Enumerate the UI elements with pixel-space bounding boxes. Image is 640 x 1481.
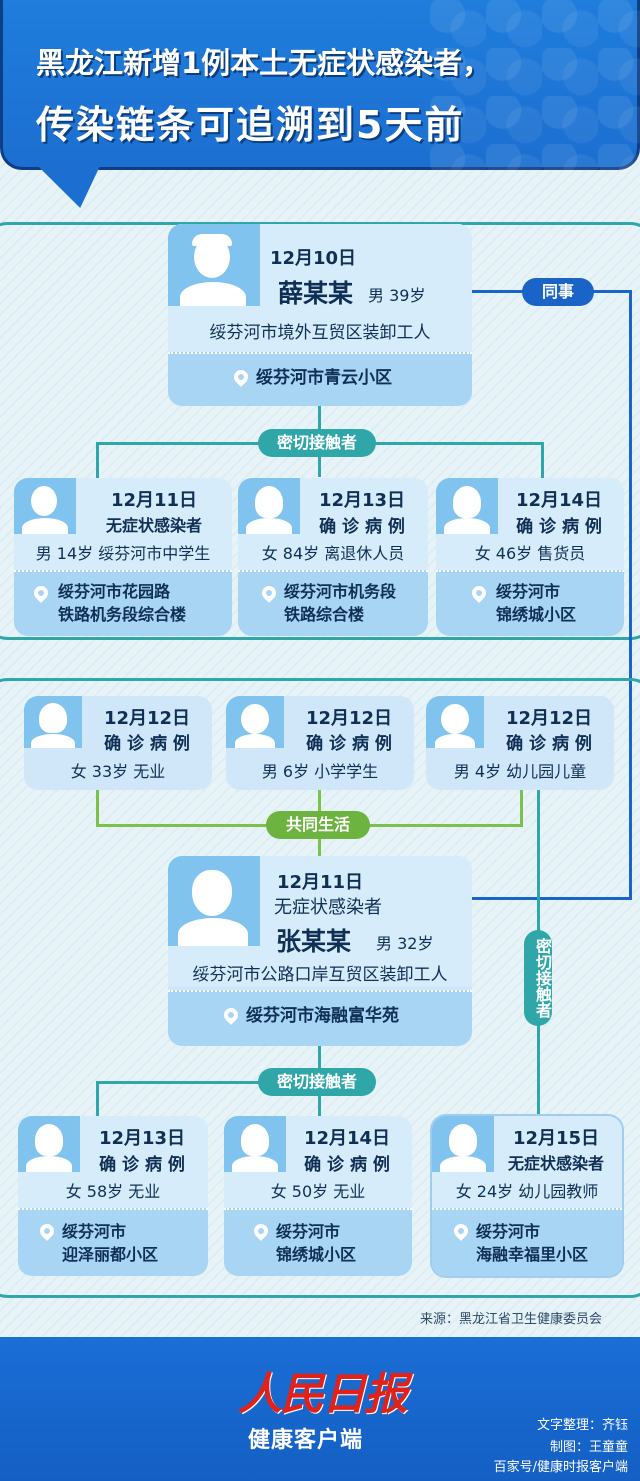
case-type: 确 诊 病 例 (319, 517, 405, 537)
case-location: 绥芬河市海融富华苑 (246, 1006, 399, 1026)
case-date: 12月13日 (98, 1128, 186, 1149)
family-line-left (96, 790, 99, 826)
case-date: 12月13日 (318, 490, 406, 511)
case-location-2: 铁路机务段综合楼 (58, 605, 187, 624)
case-type: 无症状感染者 (507, 1154, 604, 1173)
s1-line-left (96, 442, 99, 478)
relation-coworker-pill: 同事 (522, 278, 594, 306)
section2-frame (0, 678, 640, 1298)
case-info: 女 50岁 无业 (270, 1182, 366, 1201)
case-type: 确 诊 病 例 (306, 734, 392, 754)
case-date: 12月12日 (305, 708, 393, 729)
page-title-line1: 黑龙江新增1例本土无症状感染者， (36, 46, 492, 80)
case-info: 男 14岁 绥芬河市中学生 (35, 544, 211, 563)
case-gender-age: 男 39岁 (368, 286, 426, 305)
case-location-1: 绥芬河市机务段 (284, 582, 397, 601)
male-avatar-icon (168, 224, 260, 306)
case-date: 12月14日 (515, 490, 603, 511)
female-avatar-icon (436, 478, 498, 534)
section1-frame (0, 222, 640, 640)
case-job: 绥芬河市公路口岸互贸区装卸工人 (192, 965, 448, 985)
female-avatar-icon (432, 1116, 494, 1172)
credit-platform: 百家号/健康时报客户端 (493, 1460, 628, 1475)
case-card: 12月12日 确 诊 病 例 女 33岁 无业 (24, 696, 212, 790)
case-card: 12月13日 确 诊 病 例 女 58岁 无业 绥芬河市 迎泽丽都小区 (18, 1116, 208, 1276)
case-date: 12月14日 (303, 1128, 391, 1149)
source-note: 来源：黑龙江省卫生健康委员会 (419, 1312, 602, 1327)
case-name: 张某某 (276, 927, 352, 956)
s2-line-left (96, 1081, 99, 1117)
female-avatar-icon (224, 1116, 286, 1172)
health-client-logo: 健康客户端 (248, 1428, 364, 1453)
coworker-line-v (629, 290, 632, 900)
case-location-1: 绥芬河市花园路 (58, 582, 171, 601)
case-location-2: 锦绣城小区 (276, 1245, 357, 1264)
family-line-right (520, 790, 523, 826)
male-avatar-icon (14, 478, 76, 534)
case-card: 12月14日 确 诊 病 例 女 46岁 售货员 绥芬河市 锦绣城小区 (436, 478, 624, 636)
relation-close-contact-pill-2: 密切接触者 (258, 1068, 376, 1096)
case-info: 男 4岁 幼儿园儿童 (453, 762, 587, 781)
s1-line-right (541, 442, 544, 478)
female-avatar-icon (238, 478, 300, 534)
case-location-2: 海融幸福里小区 (476, 1245, 589, 1264)
case-location: 绥芬河市青云小区 (256, 368, 392, 388)
case-card-xue: 12月10日 薛某某 男 39岁 绥芬河市境外互贸区装卸工人 绥芬河市青云小区 (168, 224, 472, 406)
relation-family-pill: 共同生活 (266, 811, 370, 839)
footer-banner (0, 1337, 640, 1481)
case-card: 12月11日 无症状感染者 男 14岁 绥芬河市中学生 绥芬河市花园路 铁路机务… (14, 478, 232, 636)
case-date: 12月11日 (110, 490, 198, 511)
female-avatar-icon (18, 1116, 80, 1172)
hex-pattern-decoration (430, 0, 640, 170)
case-date: 12月10日 (269, 248, 357, 269)
case-card: 12月13日 确 诊 病 例 女 84岁 离退休人员 绥芬河市机务段 铁路综合楼 (238, 478, 428, 636)
case-card: 12月15日 无症状感染者 女 24岁 幼儿园教师 绥芬河市 海融幸福里小区 (432, 1116, 622, 1276)
case-info: 女 33岁 无业 (70, 762, 166, 781)
coworker-line-h2 (472, 897, 632, 900)
case-location-1: 绥芬河市 (496, 582, 561, 601)
case-location-1: 绥芬河市 (476, 1222, 541, 1241)
female-avatar-icon (24, 696, 82, 748)
case-type: 无症状感染者 (274, 897, 382, 918)
speech-bubble-tail (33, 162, 115, 208)
case-info: 女 46岁 售货员 (474, 544, 586, 563)
case-location-2: 锦绣城小区 (496, 605, 577, 624)
case-date: 12月12日 (505, 708, 593, 729)
relation-close-contact-vertical: 密切接触者 (524, 930, 552, 1026)
case-type: 确 诊 病 例 (506, 734, 592, 754)
case-info: 女 84岁 离退休人员 (261, 544, 405, 563)
case-date: 12月12日 (103, 708, 191, 729)
case-date: 12月15日 (512, 1128, 600, 1149)
credit-writer: 文字整理：齐钰 (536, 1418, 628, 1433)
child-avatar-icon (426, 696, 484, 748)
case-location-2: 铁路综合楼 (284, 605, 365, 624)
s2-line-branch (96, 1081, 320, 1084)
case-type: 无症状感染者 (105, 516, 202, 535)
case-date: 12月11日 (276, 872, 364, 893)
case-name: 薛某某 (278, 279, 354, 308)
case-gender-age: 男 32岁 (376, 934, 434, 953)
case-card: 12月14日 确 诊 病 例 女 50岁 无业 绥芬河市 锦绣城小区 (224, 1116, 412, 1276)
case-card: 12月12日 确 诊 病 例 男 4岁 幼儿园儿童 (426, 696, 614, 790)
relation-close-contact-pill-1: 密切接触者 (258, 429, 376, 457)
child-avatar-icon (226, 696, 284, 748)
page-title-line2: 传染链条可追溯到5天前 (36, 103, 465, 147)
case-info: 女 58岁 无业 (65, 1182, 161, 1201)
case-info: 女 24岁 幼儿园教师 (455, 1182, 599, 1201)
header-banner (0, 0, 640, 170)
case-job: 绥芬河市境外互贸区装卸工人 (209, 323, 431, 343)
case-location-1: 绥芬河市 (276, 1222, 341, 1241)
case-type: 确 诊 病 例 (304, 1155, 390, 1175)
case-card: 12月12日 确 诊 病 例 男 6岁 小学学生 (226, 696, 414, 790)
peoples-daily-logo: 人民日报 (238, 1369, 408, 1420)
credit-designer: 制图：王童童 (549, 1440, 628, 1455)
case-type: 确 诊 病 例 (99, 1155, 185, 1175)
case-card-zhang: 12月11日 无症状感染者 张某某 男 32岁 绥芬河市公路口岸互贸区装卸工人 … (168, 856, 472, 1046)
male-avatar-icon (168, 856, 260, 946)
case-type: 确 诊 病 例 (104, 734, 190, 754)
case-type: 确 诊 病 例 (516, 517, 602, 537)
case-info: 男 6岁 小学学生 (261, 762, 379, 781)
case-location-1: 绥芬河市 (62, 1222, 127, 1241)
case-location-2: 迎泽丽都小区 (62, 1245, 159, 1264)
